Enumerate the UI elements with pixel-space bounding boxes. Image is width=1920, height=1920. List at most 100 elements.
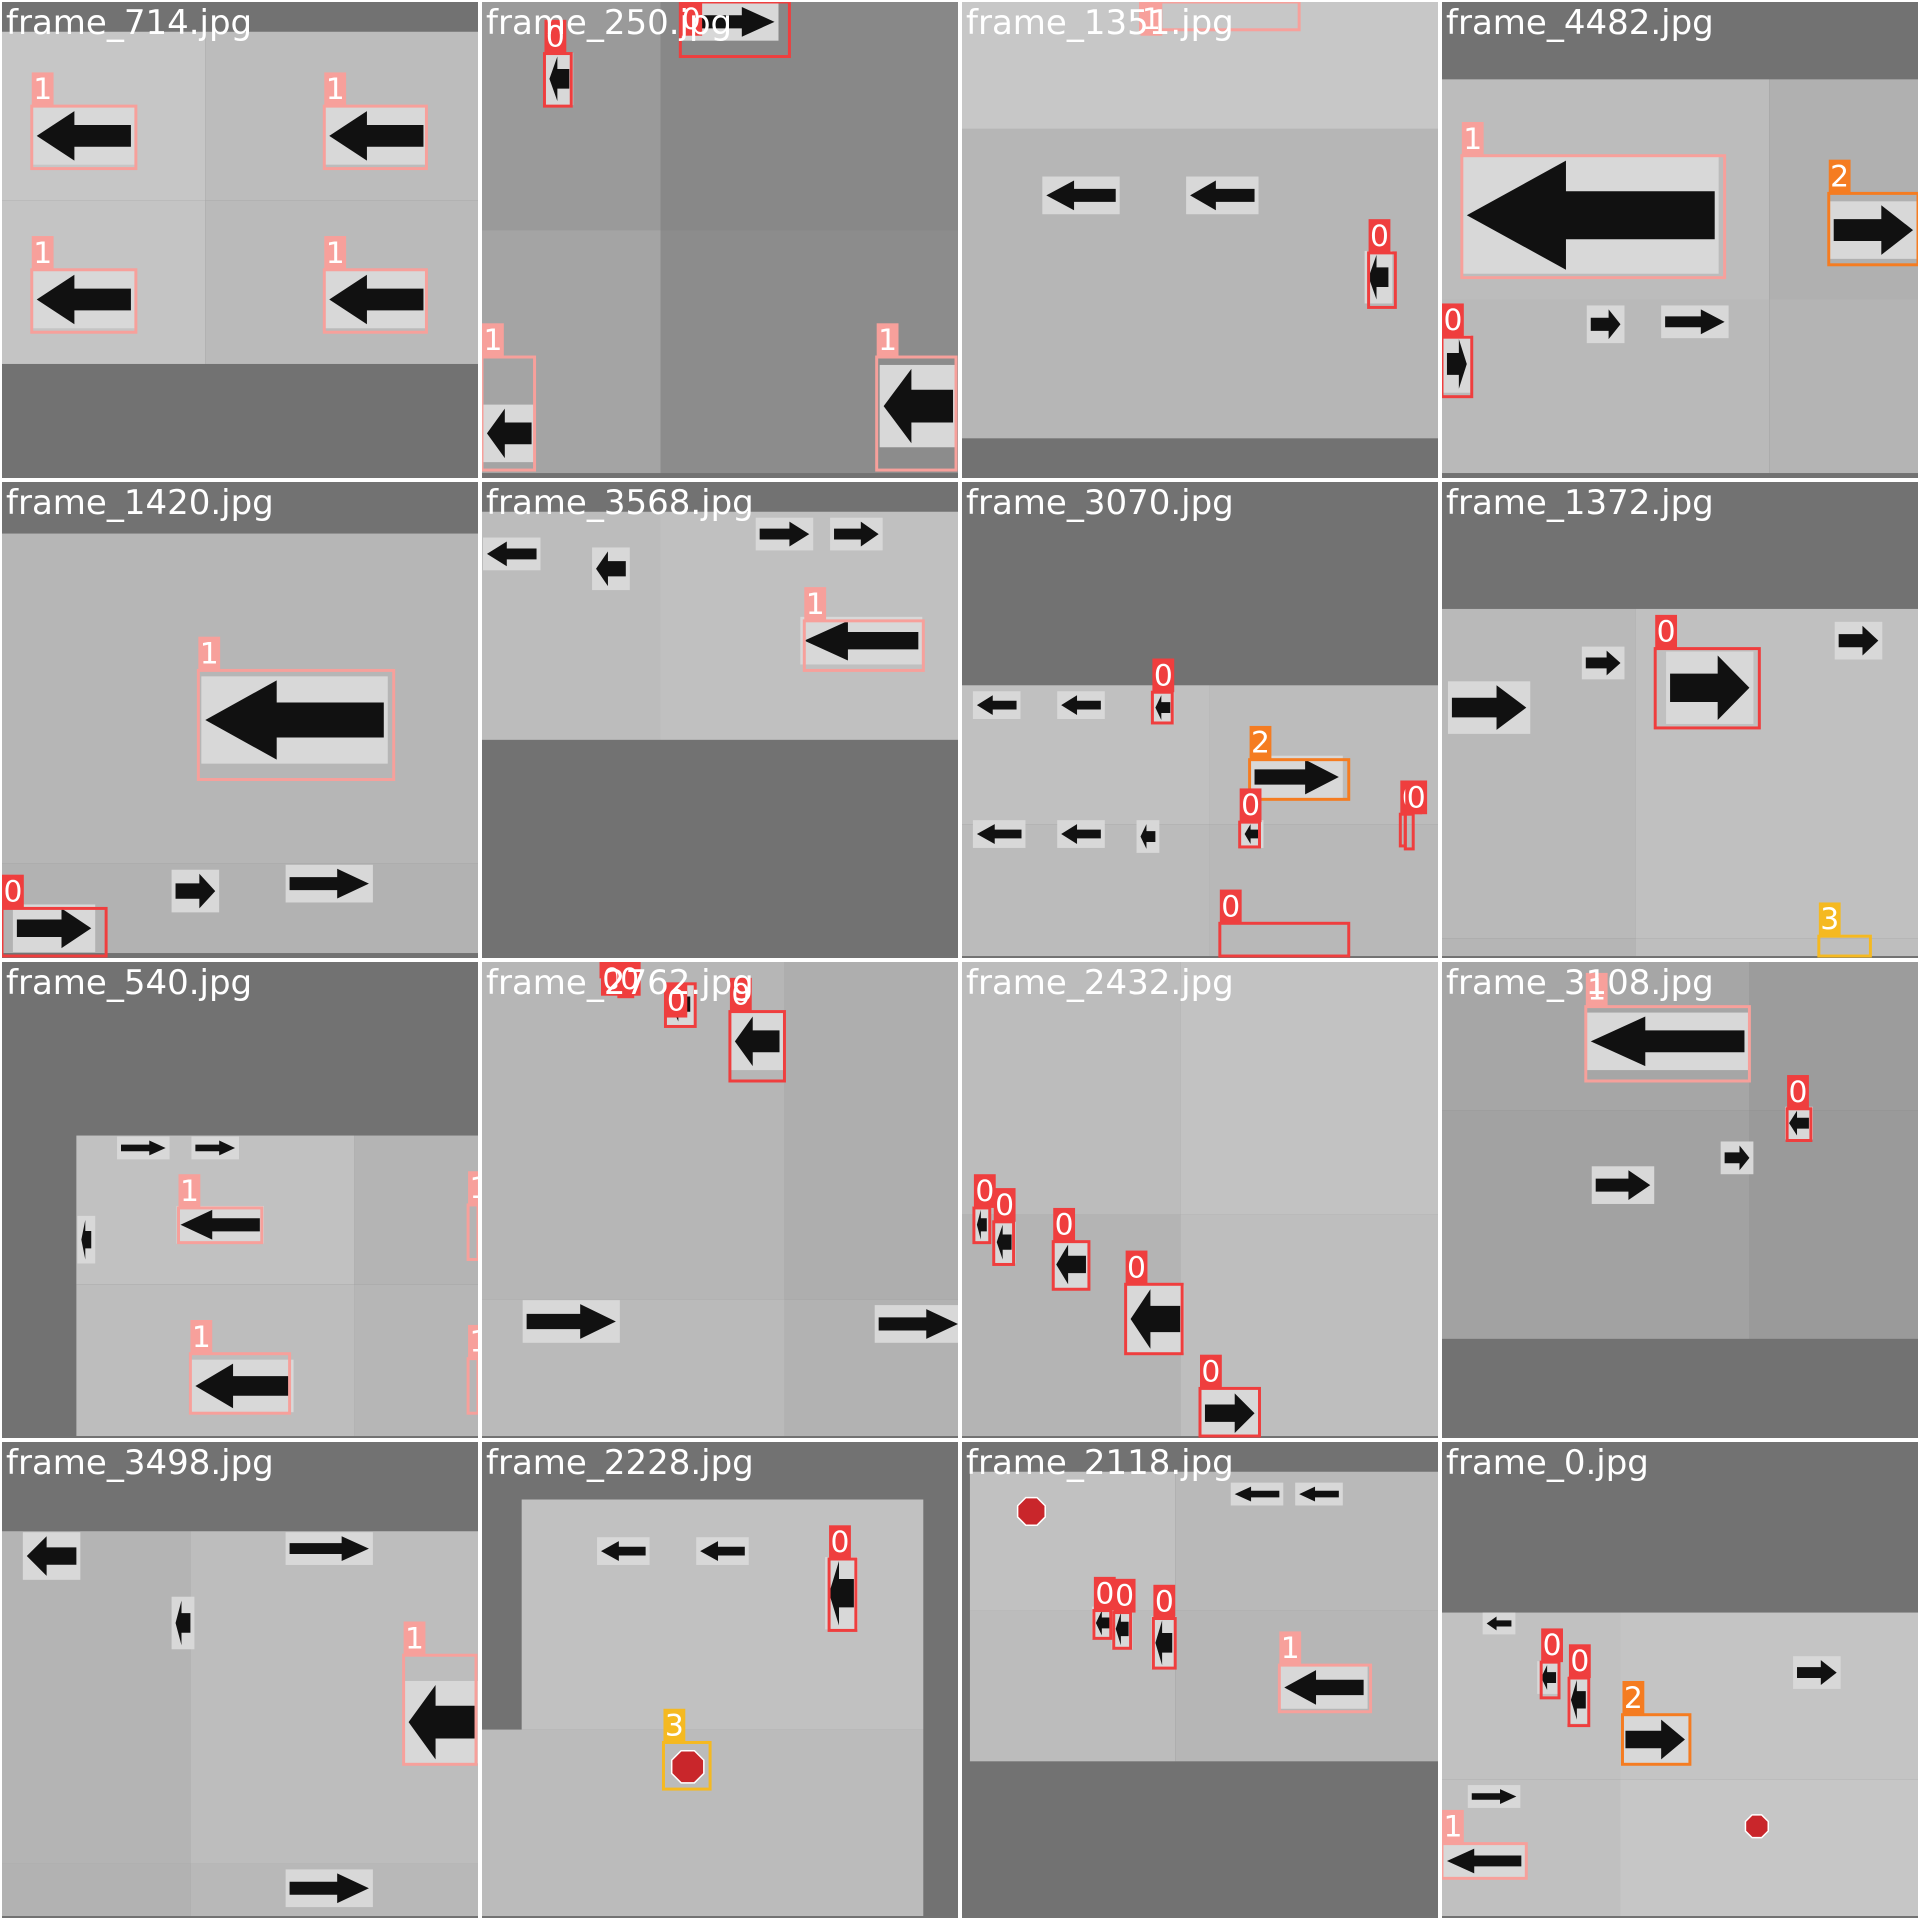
detection-label-bg: [468, 1171, 478, 1205]
detection-label-bg: [31, 236, 54, 270]
detection-label-bg: [1093, 1576, 1116, 1611]
detection-label-bg: [1219, 889, 1242, 924]
arrow-left-icon: [1244, 824, 1260, 844]
arrow-left-icon: [1446, 1848, 1522, 1874]
arrow-right-icon: [1254, 759, 1339, 795]
detection-label-bg: [1113, 1578, 1136, 1613]
detection-label: 0: [682, 2, 701, 37]
detection-box: [188, 1352, 292, 1415]
arrow-left-icon: [175, 1600, 191, 1646]
arrow-left-icon: [1061, 824, 1101, 844]
detection-label-bg: [1442, 303, 1464, 338]
detection-label-bg: [1239, 788, 1262, 823]
detection-box: [1218, 921, 1351, 958]
detection-label: 0: [831, 1525, 850, 1560]
arrow-left-icon: [1570, 1680, 1586, 1720]
photo-patch: [969, 1471, 1176, 1611]
arrow-left-icon: [1486, 1616, 1512, 1631]
detection-box: [1567, 1676, 1591, 1728]
photo-patch: [2, 1531, 191, 1864]
arrow-right-icon: [1665, 309, 1725, 335]
detection-label: 0: [1241, 788, 1260, 823]
detection-label-bg: [1787, 1075, 1809, 1109]
detection-label: 0: [731, 978, 750, 1013]
detection-label-bg: [1442, 1809, 1464, 1844]
detection-box: [1092, 1609, 1113, 1640]
detection-label-bg: [324, 236, 347, 270]
detection-label-bg: [1152, 658, 1175, 693]
arrow-left-icon: [549, 56, 570, 102]
photo-patch: [1442, 1612, 1621, 1780]
detection-box: [466, 1203, 478, 1261]
arrow-right-icon: [121, 1140, 166, 1156]
arrow-left-icon: [486, 408, 532, 459]
detection-box: [482, 355, 537, 472]
photo-patch: [1620, 1779, 1918, 1917]
arrow-left-icon: [205, 680, 384, 760]
detection-box: [661, 1740, 712, 1791]
detection-label-bg: [178, 1174, 201, 1208]
arrow-right-icon: [289, 1873, 369, 1904]
detection-label: 1: [1142, 2, 1161, 37]
arrow-right-icon: [1724, 1145, 1750, 1171]
arrow-right-icon: [1797, 1660, 1837, 1685]
detection-box: [802, 619, 925, 672]
detection-label-bg: [1541, 1628, 1563, 1663]
detection-label-bg: [1368, 219, 1391, 253]
detection-box: [30, 268, 138, 334]
detection-label: 1: [33, 72, 52, 107]
detection-label-bg: [1405, 780, 1428, 815]
photo-patch: [1635, 938, 1918, 957]
detection-label: 1: [470, 1325, 478, 1360]
detection-box: [1277, 1663, 1373, 1714]
tile-canvas: 120: [1442, 79, 1918, 474]
arrow-left-icon: [1466, 160, 1715, 270]
detection-label-bg: [1461, 121, 1484, 156]
detection-label: 0: [1055, 1208, 1074, 1243]
arrow-right-icon: [1670, 655, 1750, 720]
detection-label: 0: [3, 874, 22, 909]
arrow-right-icon: [685, 6, 775, 37]
arrow-right-icon: [1451, 685, 1527, 730]
detection-label: 1: [326, 236, 345, 271]
photo-patch: [1442, 938, 1636, 957]
detection-label: 1: [192, 1320, 211, 1355]
tile-canvas: 10: [2, 533, 478, 958]
detection-label: 1: [180, 1174, 199, 1209]
photo-patch: [354, 1135, 478, 1285]
detection-box: [1124, 1282, 1184, 1356]
detection-label: 3: [665, 1709, 684, 1744]
mosaic-tile: 020000frame_3070.jpg: [962, 482, 1438, 958]
arrow-left-icon: [1115, 1612, 1129, 1646]
arrow-left-icon: [804, 620, 919, 661]
arrow-left-icon: [408, 1684, 477, 1760]
detection-label-bg: [729, 977, 752, 1012]
detection-label: 0: [1789, 1075, 1808, 1110]
detection-label-bg: [663, 1708, 686, 1743]
arrow-left-icon: [1140, 824, 1156, 849]
arrow-left-icon: [734, 1016, 780, 1067]
detection-box: [1817, 934, 1872, 958]
photo-patch: [962, 962, 1181, 1215]
tile-canvas: 10: [962, 2, 1438, 439]
detection-box: [196, 668, 396, 781]
detection-label: 1: [200, 636, 219, 671]
arrow-right-icon: [16, 908, 92, 949]
detection-box: [728, 1010, 786, 1083]
detection-label: 0: [546, 20, 565, 55]
arrow-right-icon: [195, 1140, 236, 1156]
arrow-left-icon: [1155, 1620, 1173, 1666]
arrow-left-icon: [1130, 1289, 1181, 1349]
detection-label: 2: [1251, 726, 1270, 761]
arrow-left-icon: [1095, 1610, 1111, 1636]
detection-box: [1785, 1107, 1813, 1142]
photo-patch: [1180, 962, 1438, 1215]
